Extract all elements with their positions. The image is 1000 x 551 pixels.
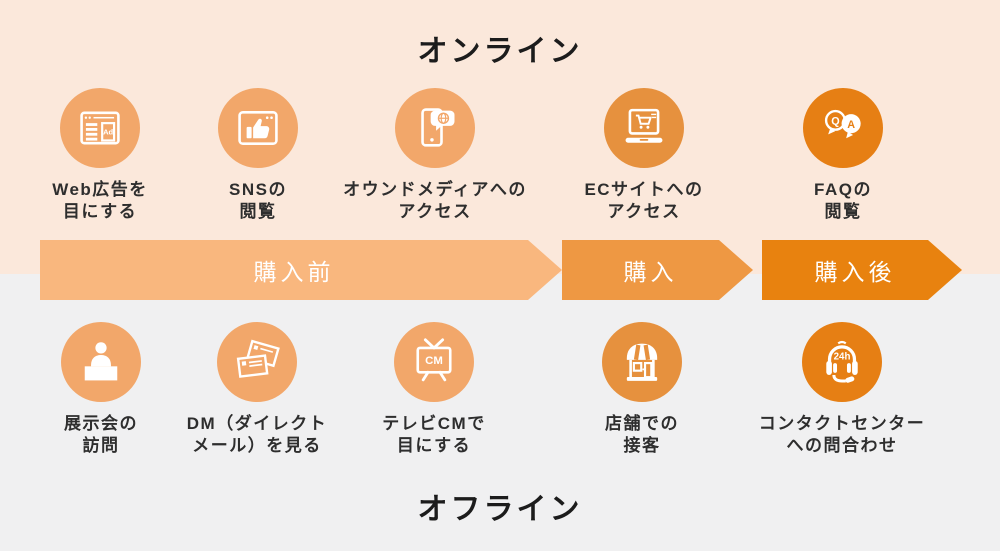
item-label: FAQの 閲覧 — [814, 180, 872, 222]
item-label: オウンドメディアへの アクセス — [343, 180, 527, 222]
journey-item: 24h コンタクトセンター への問合わせ — [722, 322, 962, 458]
tv-cm-icon: CM — [394, 322, 474, 402]
stage-arrow-after-purchase: 購入後 — [762, 240, 962, 300]
stage-arrow-purchase: 購入 — [562, 240, 753, 300]
journey-item: CM テレビCMで 目にする — [334, 322, 534, 458]
cm-glyph: CM — [425, 355, 443, 367]
item-label: Web広告を 目にする — [52, 180, 148, 222]
ec-site-icon — [604, 88, 684, 168]
item-label: コンタクトセンター への問合わせ — [758, 414, 926, 456]
item-label: DM（ダイレクト メール）を見る — [186, 414, 328, 456]
item-label: ECサイトへの アクセス — [584, 180, 704, 222]
journey-item: SNSの 閲覧 — [158, 88, 358, 224]
item-label: テレビCMで 目にする — [382, 414, 486, 456]
offline-title: オフライン — [417, 493, 583, 526]
journey-item: ECサイトへの アクセス — [544, 88, 744, 224]
journey-item: DM（ダイレクト メール）を見る — [157, 322, 357, 458]
journey-item: Ad Web広告を 目にする — [0, 88, 200, 224]
stage-label: 購入 — [623, 259, 678, 285]
24h-glyph: 24h — [834, 351, 851, 362]
stage-label: 購入前 — [253, 259, 335, 285]
exhibition-icon — [61, 322, 141, 402]
stage-arrow-before-purchase: 購入前 — [40, 240, 562, 300]
store-icon — [602, 322, 682, 402]
journey-item: Q A FAQの 閲覧 — [743, 88, 943, 224]
ad-glyph: Ad — [103, 128, 113, 137]
direct-mail-icon — [217, 322, 297, 402]
owned-media-icon — [395, 88, 475, 168]
web-ad-icon: Ad — [60, 88, 140, 168]
faq-icon: Q A — [803, 88, 883, 168]
offline-section-bg — [0, 274, 1000, 551]
online-title: オンライン — [417, 35, 583, 68]
contact-center-icon: 24h — [802, 322, 882, 402]
stage-label: 購入後 — [814, 259, 896, 285]
item-label: 店舗での 接客 — [605, 414, 679, 456]
q-glyph: Q — [831, 115, 839, 127]
sns-icon — [218, 88, 298, 168]
journey-item: 展示会の 訪問 — [1, 322, 201, 458]
item-label: 展示会の 訪問 — [64, 414, 138, 456]
a-glyph: A — [847, 119, 855, 131]
item-label: SNSの 閲覧 — [229, 180, 287, 222]
journey-item: 店舗での 接客 — [542, 322, 742, 458]
journey-item: オウンドメディアへの アクセス — [305, 88, 565, 224]
